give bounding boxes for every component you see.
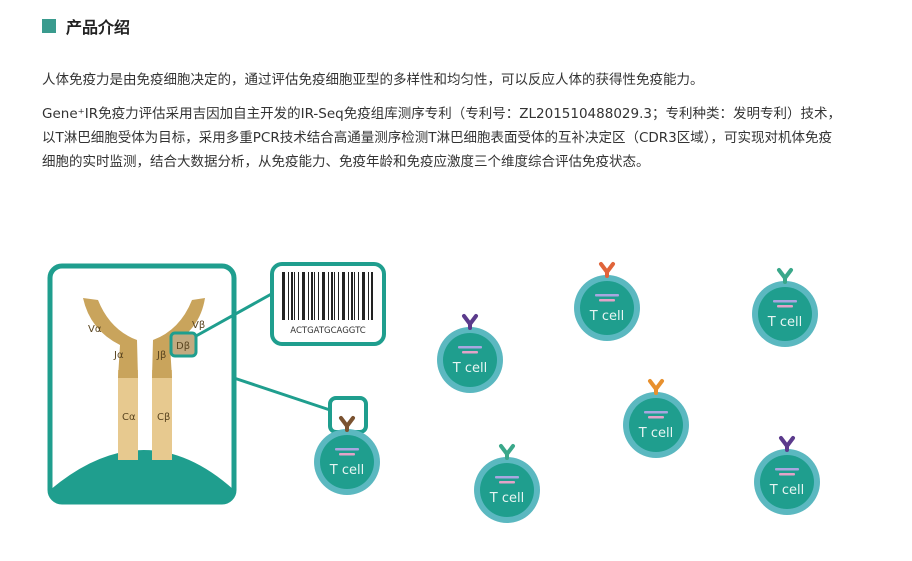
label-ca: Cα — [122, 412, 136, 423]
label-va: Vα — [88, 324, 102, 335]
receptor-icon — [599, 262, 615, 278]
label-db: Dβ — [176, 341, 190, 352]
t-cell: T cell — [623, 379, 689, 458]
label-jb: Jβ — [156, 350, 166, 361]
barcode-bar — [308, 272, 309, 320]
section-marker — [42, 19, 56, 33]
barcode-bar — [334, 272, 335, 320]
barcode-sequence: ACTGATGCAGGTC — [290, 326, 365, 336]
cell-label: T cell — [767, 315, 802, 330]
intro-paragraph: 人体免疫力是由免疫细胞决定的，通过评估免疫细胞亚型的多样性和均匀性，可以反应人体… — [42, 72, 704, 88]
section-title: 产品介绍 — [66, 18, 131, 37]
receptor-icon — [339, 416, 355, 432]
t-cell: T cell — [437, 314, 503, 393]
alpha-chain-v — [83, 298, 138, 378]
barcode-bar — [291, 272, 293, 320]
barcode-bar — [368, 272, 369, 320]
barcode-bar — [322, 272, 325, 320]
barcode-bar — [338, 272, 339, 320]
barcode-bar — [311, 272, 313, 320]
barcode-bar — [354, 272, 355, 320]
label-ja: Jα — [113, 350, 124, 361]
cell-membrane — [50, 450, 234, 502]
cell-label: T cell — [452, 361, 487, 376]
receptor-icon — [462, 314, 478, 330]
barcode-bar — [371, 272, 373, 320]
label-cb: Cβ — [157, 412, 170, 423]
receptor-icon — [777, 268, 793, 284]
barcode-bar — [362, 272, 365, 320]
barcode-bar — [314, 272, 315, 320]
barcode-bar — [358, 272, 359, 320]
cell-label: T cell — [638, 426, 673, 441]
barcode-bar — [294, 272, 295, 320]
barcode-bar — [342, 272, 345, 320]
cell-label: T cell — [329, 463, 364, 478]
barcode-bar — [282, 272, 285, 320]
cell-label: T cell — [769, 483, 804, 498]
t-cell: T cell — [474, 444, 540, 523]
receptor-icon — [779, 436, 795, 452]
barcode-bar — [318, 272, 319, 320]
technology-paragraph: Gene⁺IR免疫力评估采用吉因加自主开发的IR-Seq免疫组库测序专利（专利号… — [42, 106, 841, 170]
barcode-bar — [302, 272, 305, 320]
cell-label: T cell — [489, 491, 524, 506]
barcode-bar — [348, 272, 349, 320]
section-header: 产品介绍 — [42, 14, 130, 38]
t-cell: T cell — [754, 436, 820, 515]
barcode-bar — [328, 272, 329, 320]
t-cell: T cell — [752, 268, 818, 347]
tcr-zoom-panel: Vα Jα Cα Vβ Jβ Cβ Dβ — [47, 263, 237, 505]
label-vb: Vβ — [192, 320, 205, 331]
t-cell: T cell — [314, 416, 380, 495]
barcode-bar — [351, 272, 353, 320]
barcode-bar — [331, 272, 333, 320]
cell-label: T cell — [589, 309, 624, 324]
barcode-bar — [288, 272, 289, 320]
barcode-bar — [298, 272, 299, 320]
receptor-icon — [648, 379, 664, 395]
t-cell: T cell — [574, 262, 640, 341]
receptor-icon — [499, 444, 515, 460]
barcode: ACTGATGCAGGTC — [270, 262, 386, 346]
